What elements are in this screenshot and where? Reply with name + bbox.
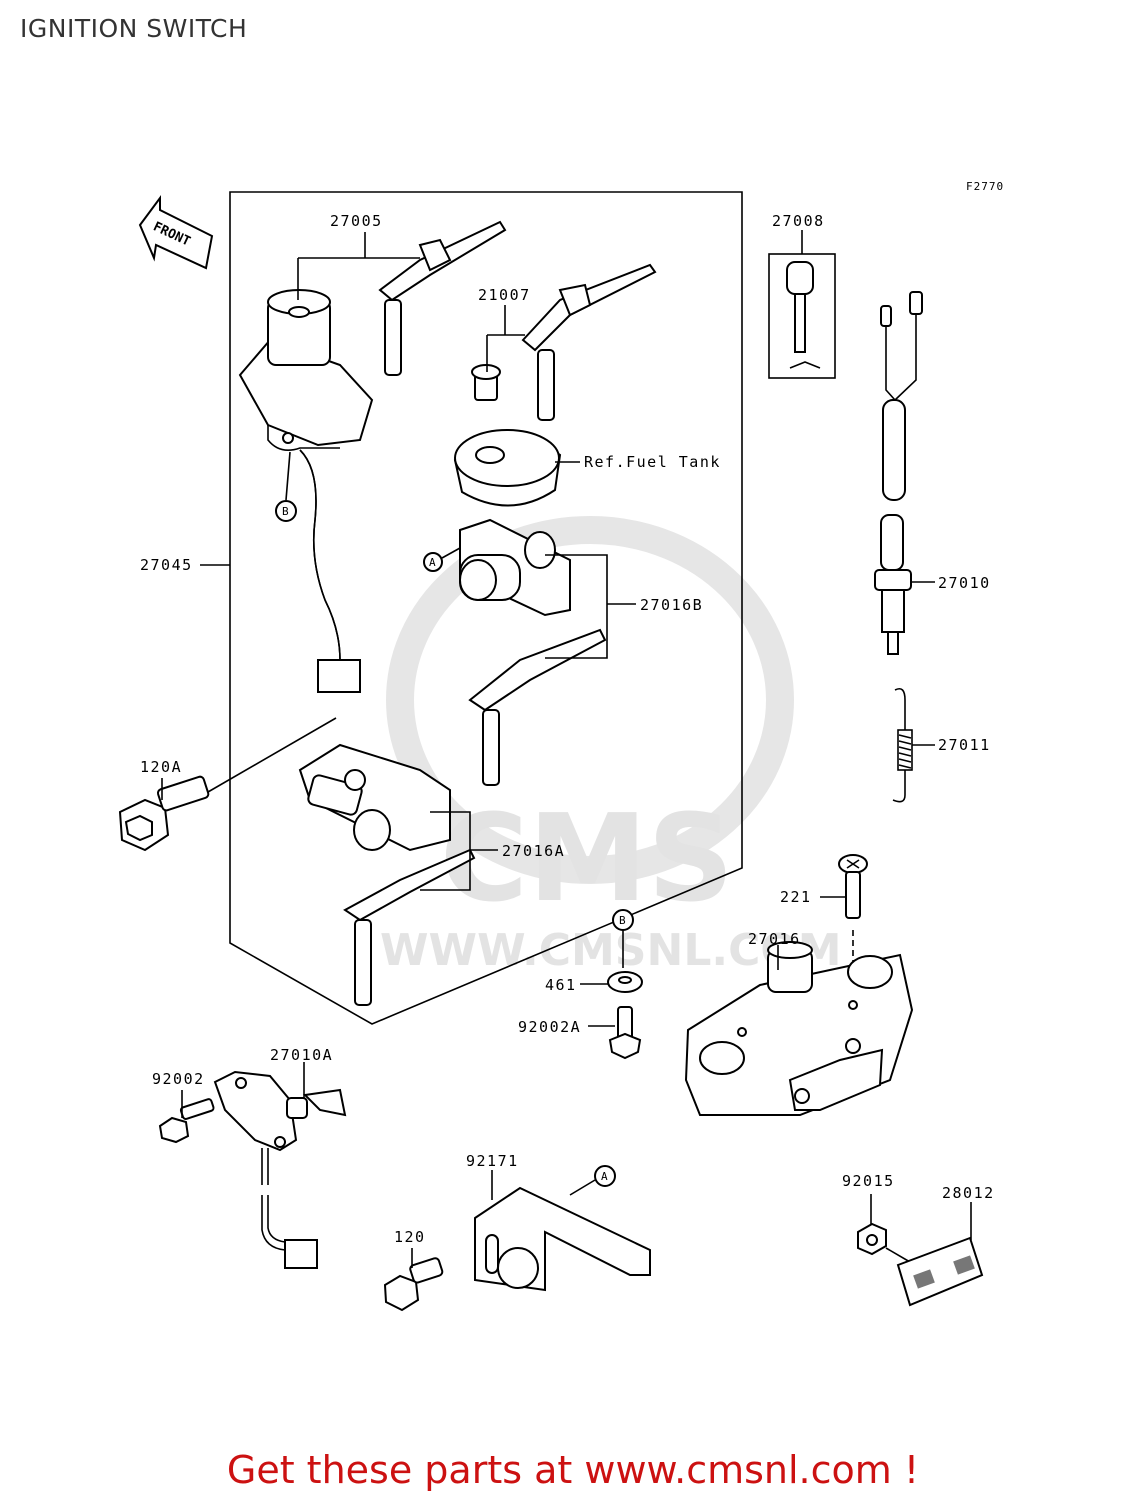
label-120: 120 <box>394 1228 426 1246</box>
parts-diagram: CMS WWW.CMSNL.COM FRONT F2770 27005 <box>118 180 1004 1312</box>
fuel-cap-lock-part <box>471 263 657 421</box>
callout-a: A <box>429 556 437 569</box>
label-27045: 27045 <box>140 556 193 574</box>
page-title: IGNITION SWITCH <box>20 14 248 43</box>
assembly-27045-box <box>229 191 743 1025</box>
lock-27016a-part <box>298 743 476 1006</box>
spring-27011-part <box>892 687 913 803</box>
label-92002: 92002 <box>152 1070 205 1088</box>
label-27011: 27011 <box>938 736 991 754</box>
nut-92015-part <box>857 1222 887 1256</box>
neutral-switch-27010-part <box>874 291 923 655</box>
fuel-tank-cap-ref <box>453 429 562 507</box>
label-27010A: 27010A <box>270 1046 333 1064</box>
switch-27010a-part <box>213 1070 347 1269</box>
callout-b: B <box>282 505 290 518</box>
figure-code: F2770 <box>966 180 1004 193</box>
key-icon <box>378 220 507 376</box>
callout-b-circle <box>275 500 297 522</box>
label-92015: 92015 <box>842 1172 895 1190</box>
label-28012: 28012 <box>942 1184 995 1202</box>
bolt-92002-part <box>158 1098 215 1144</box>
bolt-120-part <box>383 1257 444 1312</box>
label-461: 461 <box>545 976 577 994</box>
ignition-switch-part <box>238 289 374 693</box>
label-ref-fuel-tank: Ref.Fuel Tank <box>584 453 721 471</box>
callout-a-circle <box>423 552 443 572</box>
callout-b2: B <box>619 914 627 927</box>
screw-221-part <box>838 854 868 919</box>
footer-promo[interactable]: Get these parts at www.cmsnl.com ! <box>226 1448 920 1492</box>
callout-a2-circle <box>594 1165 616 1187</box>
label-27016B: 27016B <box>640 596 703 614</box>
label-92002A: 92002A <box>518 1018 581 1036</box>
label-27016: 27016 <box>748 930 801 948</box>
watermark: CMS WWW.CMSNL.COM <box>380 516 842 976</box>
bracket-27016-part <box>684 941 914 1116</box>
watermark-url: WWW.CMSNL.COM <box>380 925 842 976</box>
label-221: 221 <box>780 888 812 906</box>
label-27005: 27005 <box>330 212 383 230</box>
label-27008: 27008 <box>772 212 825 230</box>
reflector-28012-part <box>896 1236 984 1307</box>
label-27010: 27010 <box>938 574 991 592</box>
label-92171: 92171 <box>466 1152 519 1170</box>
label-120A: 120A <box>140 758 182 776</box>
watermark-logo: CMS <box>440 790 734 929</box>
bolt-120a-part <box>118 775 210 852</box>
seat-lock-27016b-part <box>459 518 607 786</box>
label-21007: 21007 <box>478 286 531 304</box>
callout-a2: A <box>601 1170 609 1183</box>
key-blank-icon <box>786 261 821 369</box>
bolt-92002a-part <box>608 1006 642 1060</box>
label-27016A: 27016A <box>502 842 565 860</box>
front-arrow-icon: FRONT <box>138 194 214 270</box>
bracket-92171-part <box>474 1186 651 1292</box>
